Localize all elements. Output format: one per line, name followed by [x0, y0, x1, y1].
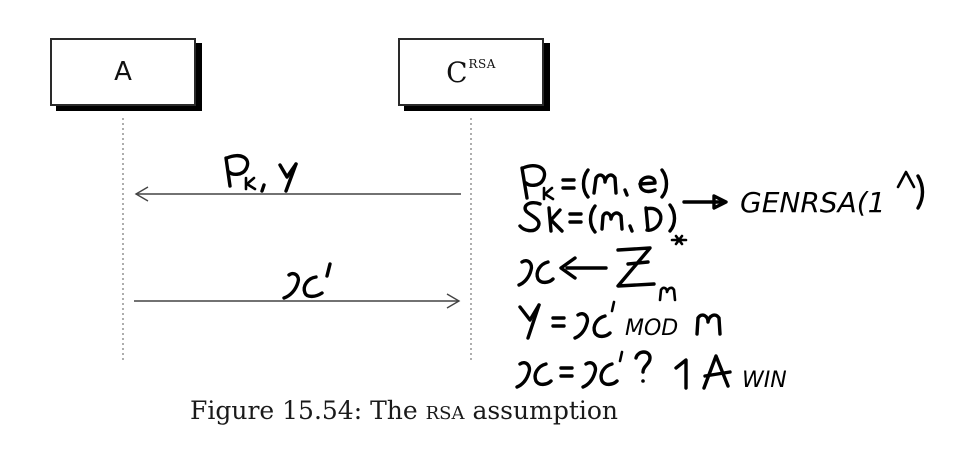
- actor-c-superscript: RSA: [468, 56, 496, 71]
- note-mod-text: MOD: [625, 316, 678, 341]
- caption-rsa: RSA: [425, 396, 465, 425]
- label-pk-y: [224, 153, 298, 193]
- message-arrow-1: [134, 186, 461, 202]
- caption-suffix: assumption: [464, 396, 619, 425]
- note-pk: [520, 163, 669, 201]
- note-sample: [517, 234, 688, 302]
- note-genrsa: GENRSA(1: [682, 170, 925, 219]
- actor-c-label: CRSA: [446, 56, 496, 89]
- message-arrow-2: [134, 293, 461, 309]
- actor-a-label: A: [114, 57, 132, 87]
- note-x-check: WIN: [515, 350, 787, 393]
- actor-a-box: A: [50, 38, 196, 106]
- caption-prefix: Figure 15.54: The: [190, 396, 426, 425]
- note-win-text: WIN: [742, 368, 787, 393]
- note-genrsa-text: GENRSA(1: [740, 186, 885, 219]
- actor-c-letter: C: [446, 55, 468, 89]
- note-sk: [518, 201, 677, 234]
- figure-caption: Figure 15.54: The RSA assumption: [190, 396, 618, 425]
- label-x-prime: [282, 262, 332, 300]
- actor-c-rsa-box: CRSA: [398, 38, 544, 106]
- note-y-eq: MOD: [518, 300, 722, 341]
